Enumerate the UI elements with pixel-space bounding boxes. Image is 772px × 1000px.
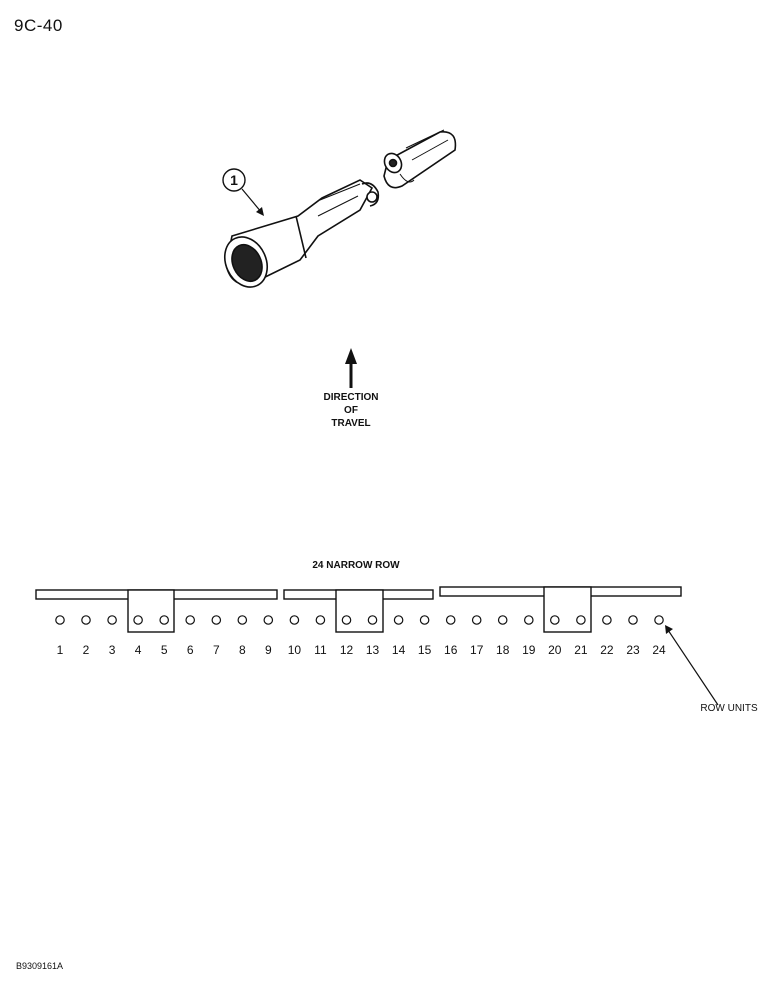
row-number-label: 20 [548,643,562,657]
row-unit-marker [628,615,638,625]
row-number-label: 24 [652,643,666,657]
row-unit-marker [341,615,352,625]
row-unit-marker [263,615,274,625]
row-number-label: 21 [574,643,588,657]
document-code: B9309161A [16,961,64,971]
row-number-label: 13 [366,643,380,657]
toolbar-frame [35,586,682,633]
row-unit-marker [81,615,91,625]
direction-line-1: DIRECTION [324,392,379,403]
row-unit-marker [393,615,404,625]
row-unit-marker [523,615,534,625]
row-number-label: 23 [626,643,640,657]
row-unit-marker [497,615,508,625]
row-number-label: 6 [187,643,194,657]
row-number-label: 16 [444,643,458,657]
hitch-bracket-1 [127,589,175,633]
direction-line-2: OF [344,405,358,416]
row-unit-marker [602,615,612,625]
row-number-label: 15 [418,643,432,657]
row-unit-marker [445,615,456,625]
row-number-label: 11 [314,643,327,657]
row-unit-marker [549,615,560,625]
row-number-label: 10 [288,643,302,657]
row-number-label: 4 [135,643,142,657]
direction-line-3: TRAVEL [331,418,370,429]
callout-circle [222,168,246,192]
row-number-label: 9 [265,643,272,657]
row-unit-marker [159,615,169,625]
row-number-label: 8 [239,643,246,657]
row-unit-marker [237,615,248,625]
row-number-label: 1 [57,643,64,657]
row-unit-marker [654,615,664,625]
row-unit-marker [107,615,117,625]
seed-tube-illustration [222,129,457,288]
row-number-label: 17 [470,643,484,657]
row-number-label: 3 [109,643,116,657]
row-number-label: 19 [522,643,536,657]
planter-title: 24 NARROW ROW [312,560,400,571]
row-unit-marker [576,615,586,625]
row-number-label: 5 [161,643,168,657]
row-unit-marker [289,615,300,625]
page-number: 9C-40 [14,16,63,35]
row-number-label: 12 [340,643,354,657]
row-number-label: 7 [213,643,220,657]
row-units-leader [667,629,719,706]
row-number-label: 2 [83,643,90,657]
row-unit-marker [419,615,430,625]
hitch-bracket-2 [335,589,384,633]
callout-leader [241,188,263,214]
row-unit-marker [185,615,195,625]
row-unit-marker [133,615,143,625]
row-units-label: ROW UNITS [700,703,758,714]
hitch-bracket-3 [543,586,592,633]
direction-arrow [345,348,357,388]
row-number-label: 14 [392,643,406,657]
row-number-label: 22 [600,643,614,657]
callout-number: 1 [230,172,238,188]
row-unit-marker [471,615,482,625]
row-unit-marker [211,615,222,625]
row-number-label: 18 [496,643,510,657]
row-unit-marker [367,615,378,625]
row-unit-marker [315,615,326,625]
row-unit-marker [55,615,65,625]
